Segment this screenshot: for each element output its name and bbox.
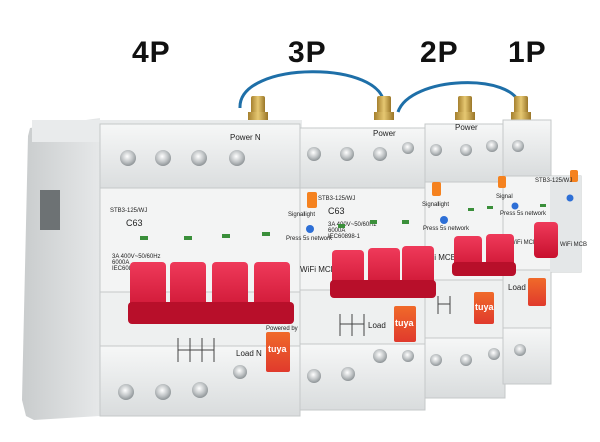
signal-2p: Signal (496, 194, 513, 200)
wifi-label-1p: WiFi MCB (560, 242, 587, 248)
wifi-label-2p: WiFi MCB (510, 240, 537, 246)
load-label-4p: Load N (236, 349, 262, 358)
rating-4p: C63 (126, 218, 143, 228)
wifi-label-4p: WiFi MCB (300, 265, 336, 274)
tuya-badge-2p: tuya (474, 292, 495, 324)
model-1p: STB3-125/WJ (535, 178, 572, 184)
spec-3p-b: 6000A (328, 228, 345, 234)
label-2p: 2P (420, 36, 459, 69)
status-leds (140, 204, 546, 240)
network-2p: Press 5s network (500, 211, 547, 217)
label-1p: 1P (508, 36, 547, 69)
spec-4p-b: 6000A (112, 260, 129, 266)
load-label-3p: Load (368, 321, 386, 330)
spec-3p-c: IEC60898-1 (328, 234, 361, 240)
wifi-label-3p: WiFi MCB (420, 253, 456, 262)
spec-4p-c: IEC60898-1 (112, 266, 145, 272)
svg-text:Powered by: Powered by (266, 326, 298, 332)
network-4p: Press 5s network (286, 236, 333, 242)
orange-button-2p (498, 176, 506, 188)
top-screws (120, 140, 524, 166)
wiring-diagram (177, 296, 451, 362)
orange-button-1p (570, 170, 578, 182)
orange-button-3p (432, 182, 441, 196)
toggles-4p (128, 262, 294, 324)
blue-button-1p (566, 194, 574, 202)
breaker-3p (299, 127, 426, 411)
label-3p: 3P (288, 36, 327, 69)
model-4p: STB3-125/WJ (110, 208, 147, 214)
spec-3p-a: 3A 400V~50/60Hz (328, 222, 377, 228)
power-label-3p: Power (373, 129, 396, 138)
antenna-wire-4p (238, 70, 386, 109)
network-3p: Press 5s network (423, 226, 470, 232)
tuya-badge-4p: Powered by tuya (266, 326, 298, 372)
model-3p: STB3-125/WJ (318, 196, 355, 202)
bottom-screws (118, 344, 526, 400)
antenna-3p (374, 96, 394, 120)
blue-button-4p (306, 225, 314, 233)
toggles-2p (452, 234, 516, 276)
orange-button-4p (307, 192, 317, 208)
svg-text:tuya: tuya (268, 344, 288, 354)
blue-button-3p (440, 216, 448, 224)
antenna-4p (248, 96, 268, 120)
power-label-4p: Power N (230, 133, 261, 142)
svg-text:tuya: tuya (395, 318, 415, 328)
light-4p: light (304, 212, 315, 218)
tuya-badge-1p (528, 278, 546, 306)
load-label-1p: Load (508, 283, 526, 292)
antenna-2p (455, 96, 475, 120)
antenna-1p (511, 96, 531, 120)
label-4p: 4P (132, 36, 171, 69)
toggles-3p (330, 246, 436, 298)
svg-text:tuya: tuya (475, 302, 495, 312)
signal-4p: Signal (288, 212, 305, 218)
signal-3p: Signal (422, 202, 439, 208)
power-label-2p: Power (455, 123, 478, 132)
spec-4p-a: 3A 400V~50/60Hz (112, 254, 161, 260)
toggles-1p (534, 222, 558, 258)
tuya-badge-3p: tuya (394, 306, 416, 342)
blue-button-2p (511, 202, 519, 210)
light-3p: light (438, 202, 449, 208)
antenna-wire-2p (396, 81, 522, 113)
rating-3p: C63 (328, 206, 345, 216)
breaker-2p (424, 123, 506, 399)
